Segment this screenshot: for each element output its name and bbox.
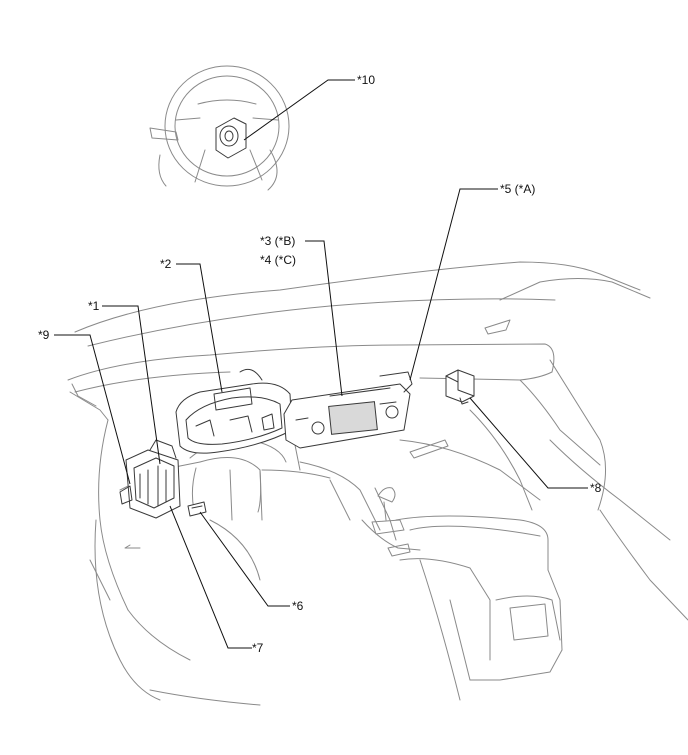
combination-meter-assembly <box>175 368 293 454</box>
leader-3 <box>305 240 343 397</box>
callout-5: *5 (*A) <box>500 182 535 196</box>
leader-10 <box>243 79 355 141</box>
left-junction-block-assembly <box>119 439 181 519</box>
dlc3-connector <box>187 501 207 517</box>
leader-2 <box>176 263 223 393</box>
vehicle-interior-line-art <box>67 261 688 706</box>
callout-1: *1 <box>88 299 100 313</box>
callout-2: *2 <box>160 257 172 271</box>
leader-lines <box>54 79 588 649</box>
callout-7: *7 <box>252 641 264 655</box>
callout-labels: *10 *5 (*A) *3 (*B) *4 (*C) *2 *1 *9 *8 … <box>38 73 602 655</box>
leader-6 <box>199 511 290 607</box>
radio-and-display-receiver-assembly <box>283 371 413 449</box>
steering-wheel-illustration <box>149 65 290 191</box>
leader-7 <box>169 505 252 649</box>
right-side-module <box>445 369 475 405</box>
callout-3: *3 (*B) <box>260 234 295 248</box>
callout-6: *6 <box>292 599 304 613</box>
leader-1 <box>102 305 161 465</box>
callout-10: *10 <box>357 73 375 87</box>
leader-8 <box>469 397 588 489</box>
callout-8: *8 <box>590 481 602 495</box>
callout-4: *4 (*C) <box>260 253 296 267</box>
callout-9: *9 <box>38 328 50 342</box>
leader-9 <box>54 334 131 485</box>
spiral-cable-sub-assembly <box>215 117 247 159</box>
leader-5 <box>409 188 498 381</box>
